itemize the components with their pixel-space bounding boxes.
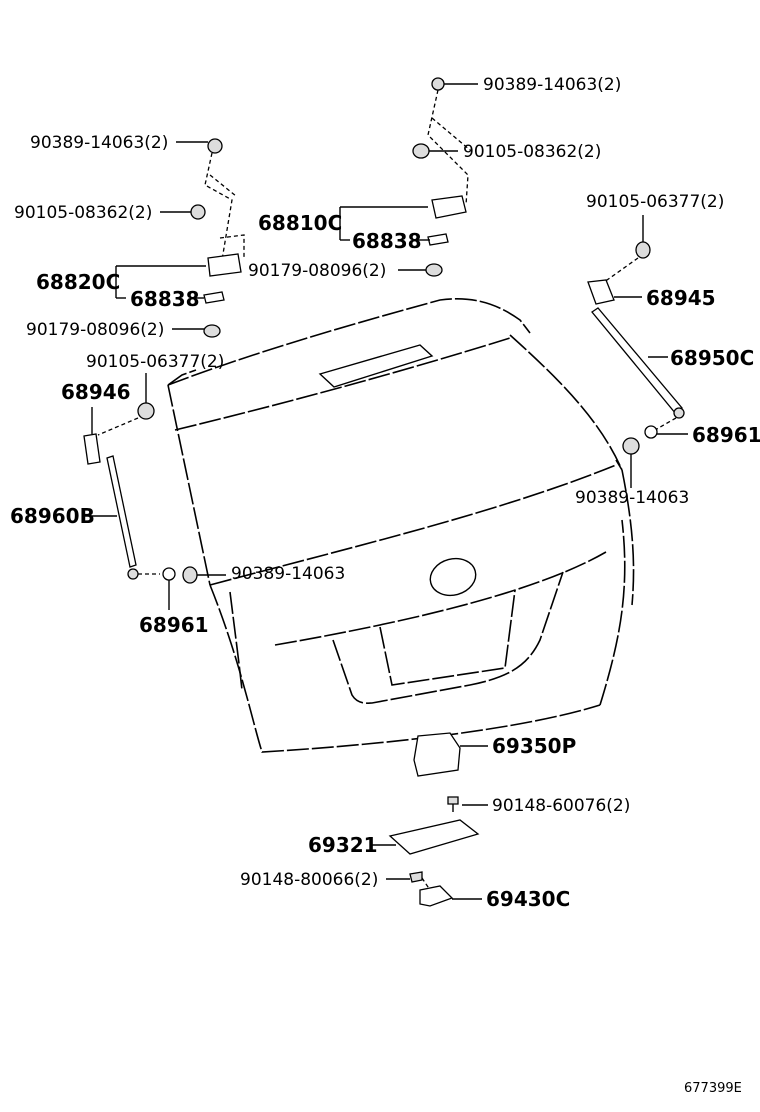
handle-icon [419, 885, 454, 907]
stay-right-group [587, 215, 688, 488]
screw-icon [409, 871, 423, 883]
lock-group [372, 732, 488, 907]
label-bolt-top: 90389-14063(2) [483, 75, 621, 95]
label-striker: 69321 [308, 833, 378, 857]
label-striker-screw: 90148-80066(2) [240, 870, 378, 890]
grommet-icon [622, 437, 640, 455]
back-door-outline [167, 298, 635, 753]
hinge-icon [431, 195, 467, 219]
stud-icon [635, 241, 651, 259]
hinge-left-group [115, 138, 245, 338]
label-stay-left: 68960B [10, 504, 95, 528]
label-handle: 69430C [486, 887, 570, 911]
label-hinge-left: 68820C [36, 270, 120, 294]
label-shim-right: 68838 [352, 229, 422, 253]
label-ball-left: 68961 [139, 613, 209, 637]
label-lock-bolt: 90148-60076(2) [492, 796, 630, 816]
ball-stud-icon [162, 567, 176, 581]
label-shim-left: 68838 [130, 287, 200, 311]
label-hinge-right: 68810C [258, 211, 342, 235]
bolt-icon [190, 204, 206, 220]
label-bracket-left: 68946 [61, 380, 131, 404]
label-grommet-left: 90389-14063 [231, 564, 345, 584]
cushion-icon [203, 324, 221, 338]
bracket-icon [83, 433, 101, 465]
labels: 90389-14063(2) 90389-14063(2) 90105-0836… [10, 75, 760, 1096]
gas-stay-icon [106, 455, 137, 568]
label-grommet-right: 90389-14063 [575, 488, 689, 508]
striker-icon [388, 819, 480, 855]
grommet-icon [182, 566, 198, 584]
hinge-icon [207, 253, 242, 277]
label-stud-left: 90105-06377(2) [86, 352, 224, 372]
label-bracket-right: 68945 [646, 286, 716, 310]
bolt-icon [412, 143, 430, 159]
stay-left-group [83, 373, 226, 610]
label-screw-left: 90105-08362(2) [14, 203, 152, 223]
stud-icon [137, 402, 155, 420]
ball-stud-icon [644, 425, 658, 439]
cushion-icon [425, 263, 443, 277]
label-stud-right: 90105-06377(2) [586, 192, 724, 212]
reference-code: 677399E [684, 1081, 742, 1096]
bolt-icon [447, 796, 459, 805]
label-bolt-top-left: 90389-14063(2) [30, 133, 168, 153]
nut-icon [207, 138, 223, 154]
label-cushion-right: 90179-08096(2) [248, 261, 386, 281]
nut-icon [431, 77, 445, 91]
bracket-icon [587, 279, 615, 305]
label-cushion-left: 90179-08096(2) [26, 320, 164, 340]
lock-icon [413, 732, 461, 777]
shim-icon [203, 291, 225, 304]
hinge-right-group [339, 77, 478, 277]
gas-stay-icon [591, 307, 683, 415]
label-screw-top: 90105-08362(2) [463, 142, 601, 162]
label-stay-right: 68950C [670, 346, 754, 370]
shim-icon [427, 233, 449, 246]
label-lock: 69350P [492, 734, 576, 758]
label-ball-right: 68961 [692, 423, 760, 447]
